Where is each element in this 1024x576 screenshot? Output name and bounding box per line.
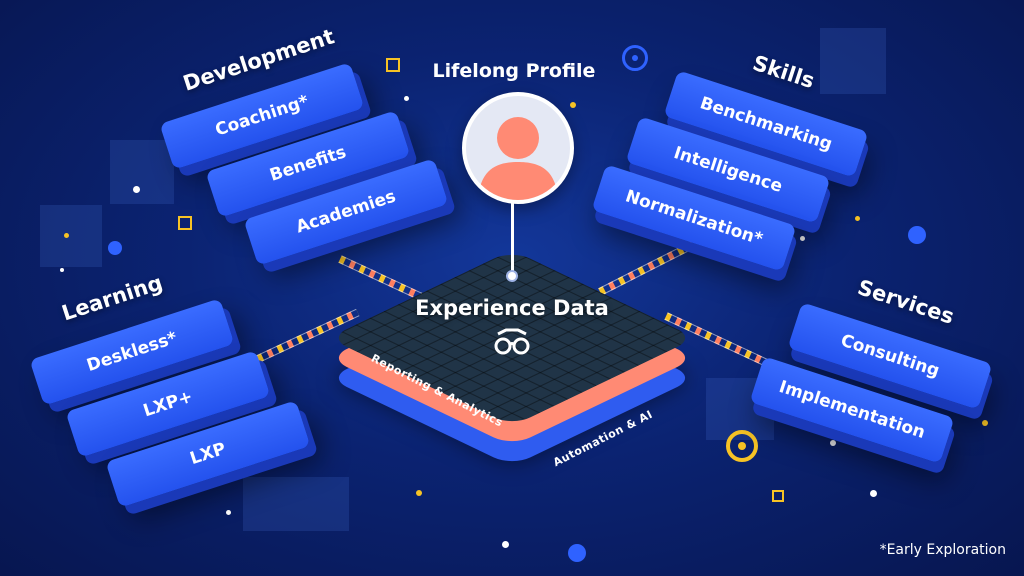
decor-dot	[830, 440, 836, 446]
profile-connector-node	[506, 270, 518, 282]
decor-dot	[416, 490, 422, 496]
profile-connector-line	[511, 200, 514, 276]
decor-dot	[570, 102, 576, 108]
decor-dot	[108, 241, 122, 255]
decor-dot	[64, 233, 69, 238]
decor-yellow-square	[178, 216, 192, 230]
decor-dot	[870, 490, 877, 497]
decor-square	[243, 477, 349, 531]
decor-dot	[404, 96, 409, 101]
decor-yellow-square	[772, 490, 784, 502]
target-icon	[622, 45, 648, 71]
decor-dot	[855, 216, 860, 221]
decor-square	[820, 28, 886, 94]
profile-avatar	[462, 92, 574, 204]
decor-dot	[982, 420, 988, 426]
hub-title: Experience Data	[415, 296, 609, 320]
decor-dot	[568, 544, 586, 562]
learning-title: Learning	[58, 270, 166, 326]
decor-dot	[502, 541, 509, 548]
decor-square	[40, 205, 102, 267]
skills-title: Skills	[749, 50, 818, 94]
decor-yellow-square	[386, 58, 400, 72]
decor-dot	[908, 226, 926, 244]
profile-title: Lifelong Profile	[432, 60, 596, 82]
decor-dot	[133, 186, 140, 193]
target-icon	[726, 430, 758, 462]
connector-skills	[598, 238, 700, 296]
glasses-icon	[494, 328, 530, 355]
decor-dot	[226, 510, 231, 515]
decor-dot	[800, 236, 805, 241]
decor-dot	[60, 268, 64, 272]
footnote: *Early Exploration	[879, 542, 1006, 558]
services-title: Services	[854, 275, 958, 329]
decor-square	[110, 140, 174, 204]
person-icon	[478, 117, 558, 200]
